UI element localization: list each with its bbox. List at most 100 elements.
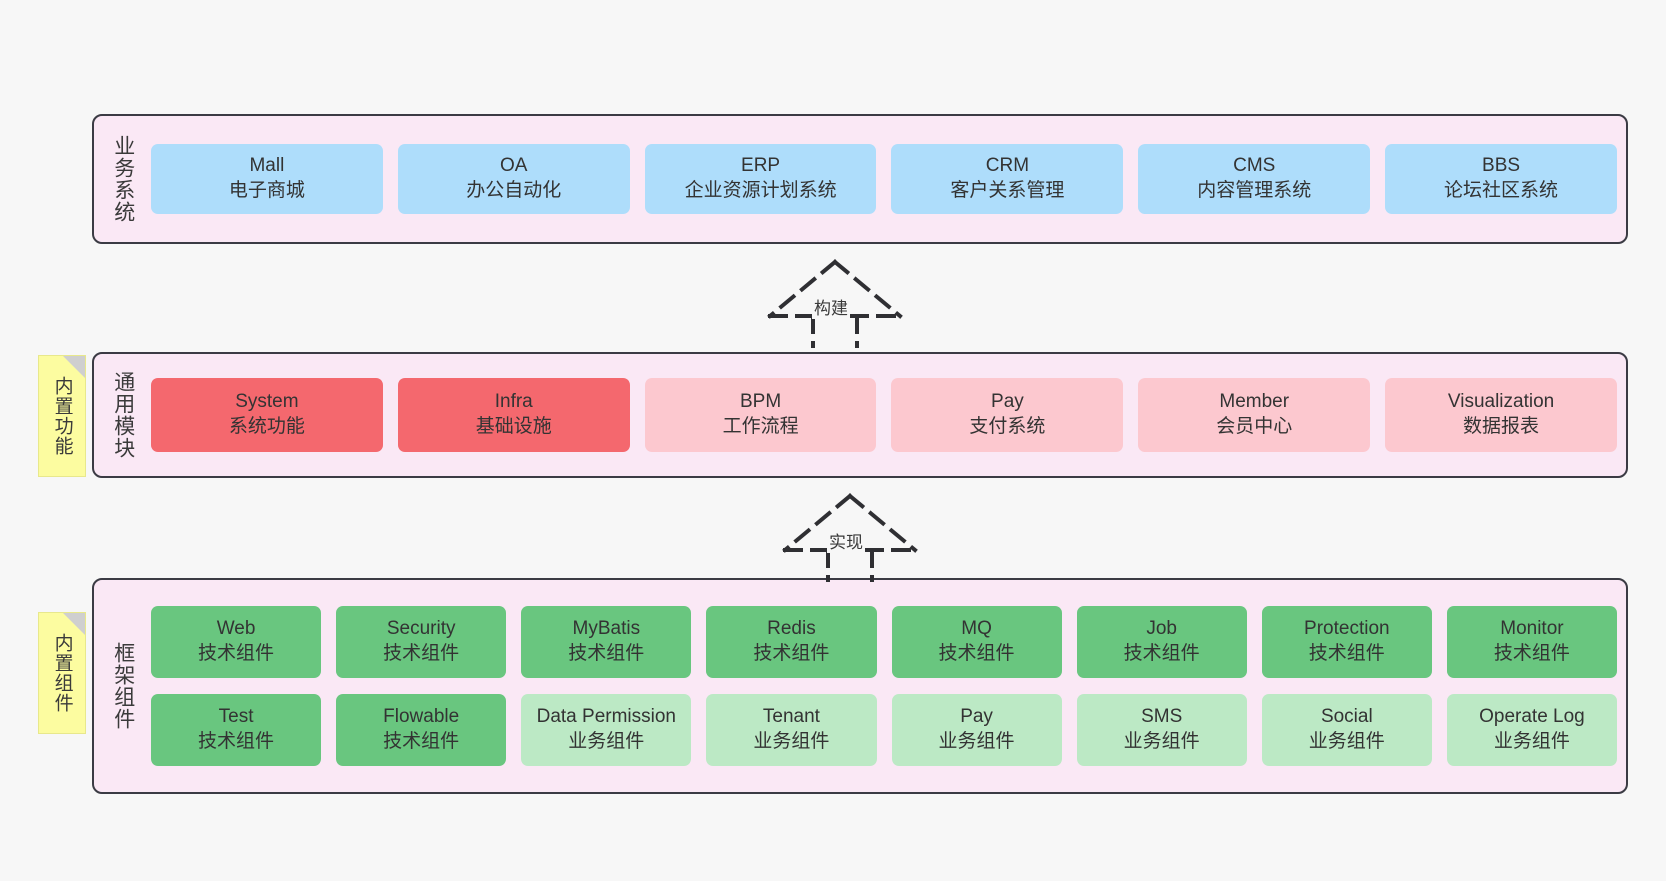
- business-card-crm[interactable]: CRM 客户关系管理: [891, 144, 1124, 214]
- card-subtitle: 业务组件: [568, 731, 645, 752]
- card-subtitle: 系统功能: [228, 416, 305, 437]
- framework-card-social[interactable]: Social 业务组件: [1261, 694, 1432, 766]
- card-title: MyBatis: [572, 618, 641, 640]
- layer-business-body: Mall 电子商城 OA 办公自动化 ERP 企业资源计划系统 CRM 客户关系…: [143, 125, 1617, 233]
- card-title: Flowable: [383, 706, 460, 728]
- card-title: ERP: [741, 155, 781, 177]
- card-title: Security: [386, 618, 456, 640]
- business-row: Mall 电子商城 OA 办公自动化 ERP 企业资源计划系统 CRM 客户关系…: [151, 144, 1617, 214]
- framework-row-business: Test 技术组件 Flowable 技术组件 Data Permission …: [151, 694, 1617, 766]
- card-title: Pay: [991, 391, 1024, 413]
- card-subtitle: 技术组件: [938, 643, 1015, 664]
- card-title: MQ: [961, 618, 992, 640]
- card-subtitle: 客户关系管理: [950, 180, 1065, 201]
- framework-card-flowable[interactable]: Flowable 技术组件: [336, 694, 507, 766]
- card-subtitle: 业务组件: [753, 731, 830, 752]
- layer-framework-title: 框架组件: [111, 642, 135, 730]
- card-subtitle: 电子商城: [228, 180, 305, 201]
- framework-card-security[interactable]: Security 技术组件: [336, 606, 507, 678]
- framework-card-data-permission[interactable]: Data Permission 业务组件: [521, 694, 692, 766]
- connector-build-label: 构建: [812, 294, 850, 319]
- card-title: Infra: [494, 391, 533, 413]
- layer-framework-body: Web 技术组件 Security 技术组件 MyBatis 技术组件 Redi…: [143, 589, 1617, 783]
- card-subtitle: 技术组件: [1308, 643, 1385, 664]
- common-card-member[interactable]: Member 会员中心: [1138, 378, 1371, 452]
- common-card-bpm[interactable]: BPM 工作流程: [644, 378, 877, 452]
- framework-card-operate-log[interactable]: Operate Log 业务组件: [1446, 694, 1617, 766]
- card-subtitle: 业务组件: [938, 731, 1015, 752]
- card-subtitle: 技术组件: [1123, 643, 1200, 664]
- layer-common-body: System 系统功能 Infra 基础设施 BPM 工作流程 Pay 支付系统…: [143, 363, 1617, 467]
- card-subtitle: 技术组件: [198, 643, 275, 664]
- card-subtitle: 技术组件: [1493, 643, 1570, 664]
- card-subtitle: 内容管理系统: [1197, 180, 1312, 201]
- framework-card-monitor[interactable]: Monitor 技术组件: [1446, 606, 1617, 678]
- card-subtitle: 基础设施: [475, 416, 552, 437]
- card-subtitle: 企业资源计划系统: [684, 180, 837, 201]
- framework-card-sms[interactable]: SMS 业务组件: [1076, 694, 1247, 766]
- card-title: Protection: [1304, 618, 1390, 640]
- framework-card-test[interactable]: Test 技术组件: [151, 694, 322, 766]
- card-subtitle: 业务组件: [1123, 731, 1200, 752]
- card-subtitle: 技术组件: [568, 643, 645, 664]
- common-card-system[interactable]: System 系统功能: [151, 378, 383, 452]
- card-title: Member: [1219, 391, 1290, 413]
- card-title: Social: [1320, 706, 1373, 728]
- card-subtitle: 业务组件: [1493, 731, 1570, 752]
- card-subtitle: 工作流程: [722, 416, 799, 437]
- framework-card-mq[interactable]: MQ 技术组件: [891, 606, 1062, 678]
- card-title: Test: [218, 706, 254, 728]
- framework-card-pay[interactable]: Pay 业务组件: [891, 694, 1062, 766]
- layer-business-title: 业务系统: [111, 135, 135, 223]
- framework-row-tech: Web 技术组件 Security 技术组件 MyBatis 技术组件 Redi…: [151, 606, 1617, 678]
- layer-common-title: 通用模块: [111, 371, 135, 459]
- card-title: OA: [500, 155, 528, 177]
- card-subtitle: 支付系统: [969, 416, 1046, 437]
- card-title: CMS: [1233, 155, 1276, 177]
- framework-card-tenant[interactable]: Tenant 业务组件: [706, 694, 877, 766]
- business-card-erp[interactable]: ERP 企业资源计划系统: [644, 144, 877, 214]
- business-card-oa[interactable]: OA 办公自动化: [397, 144, 630, 214]
- card-title: Operate Log: [1479, 706, 1585, 728]
- card-subtitle: 会员中心: [1216, 416, 1293, 437]
- card-subtitle: 业务组件: [1308, 731, 1385, 752]
- framework-card-protection[interactable]: Protection 技术组件: [1261, 606, 1432, 678]
- connector-implement-label: 实现: [827, 528, 865, 553]
- layer-common-modules: 通用模块 System 系统功能 Infra 基础设施 BPM 工作流程 Pay…: [92, 352, 1628, 478]
- common-card-infra[interactable]: Infra 基础设施: [397, 378, 630, 452]
- sticky-note-builtin-components: 内置组件: [38, 612, 86, 734]
- card-title: Redis: [767, 618, 816, 640]
- business-card-bbs[interactable]: BBS 论坛社区系统: [1385, 144, 1617, 214]
- card-subtitle: 数据报表: [1463, 416, 1540, 437]
- card-title: BPM: [739, 391, 782, 413]
- card-title: BBS: [1482, 155, 1521, 177]
- card-title: Visualization: [1447, 391, 1555, 413]
- connector-build-arrow: 构建: [750, 258, 920, 348]
- card-title: System: [235, 391, 299, 413]
- business-card-mall[interactable]: Mall 电子商城: [151, 144, 383, 214]
- framework-card-mybatis[interactable]: MyBatis 技术组件: [521, 606, 692, 678]
- sticky-note-label: 内置功能: [51, 376, 73, 456]
- layer-framework-components: 框架组件 Web 技术组件 Security 技术组件 MyBatis 技术组件…: [92, 578, 1628, 794]
- card-title: Web: [216, 618, 256, 640]
- business-card-cms[interactable]: CMS 内容管理系统: [1138, 144, 1371, 214]
- connector-implement-arrow: 实现: [765, 492, 935, 582]
- framework-card-job[interactable]: Job 技术组件: [1076, 606, 1247, 678]
- card-title: Pay: [960, 706, 993, 728]
- card-subtitle: 技术组件: [383, 643, 460, 664]
- common-card-pay[interactable]: Pay 支付系统: [891, 378, 1124, 452]
- sticky-note-label: 内置组件: [51, 633, 73, 713]
- card-title: CRM: [985, 155, 1030, 177]
- card-title: Tenant: [762, 706, 820, 728]
- card-title: SMS: [1141, 706, 1183, 728]
- framework-card-redis[interactable]: Redis 技术组件: [706, 606, 877, 678]
- common-card-visualization[interactable]: Visualization 数据报表: [1385, 378, 1617, 452]
- card-title: Monitor: [1500, 618, 1564, 640]
- card-subtitle: 技术组件: [383, 731, 460, 752]
- card-title: Data Permission: [536, 706, 676, 728]
- card-title: Mall: [249, 155, 285, 177]
- sticky-note-builtin-features: 内置功能: [38, 355, 86, 477]
- framework-card-web[interactable]: Web 技术组件: [151, 606, 322, 678]
- card-subtitle: 论坛社区系统: [1444, 180, 1559, 201]
